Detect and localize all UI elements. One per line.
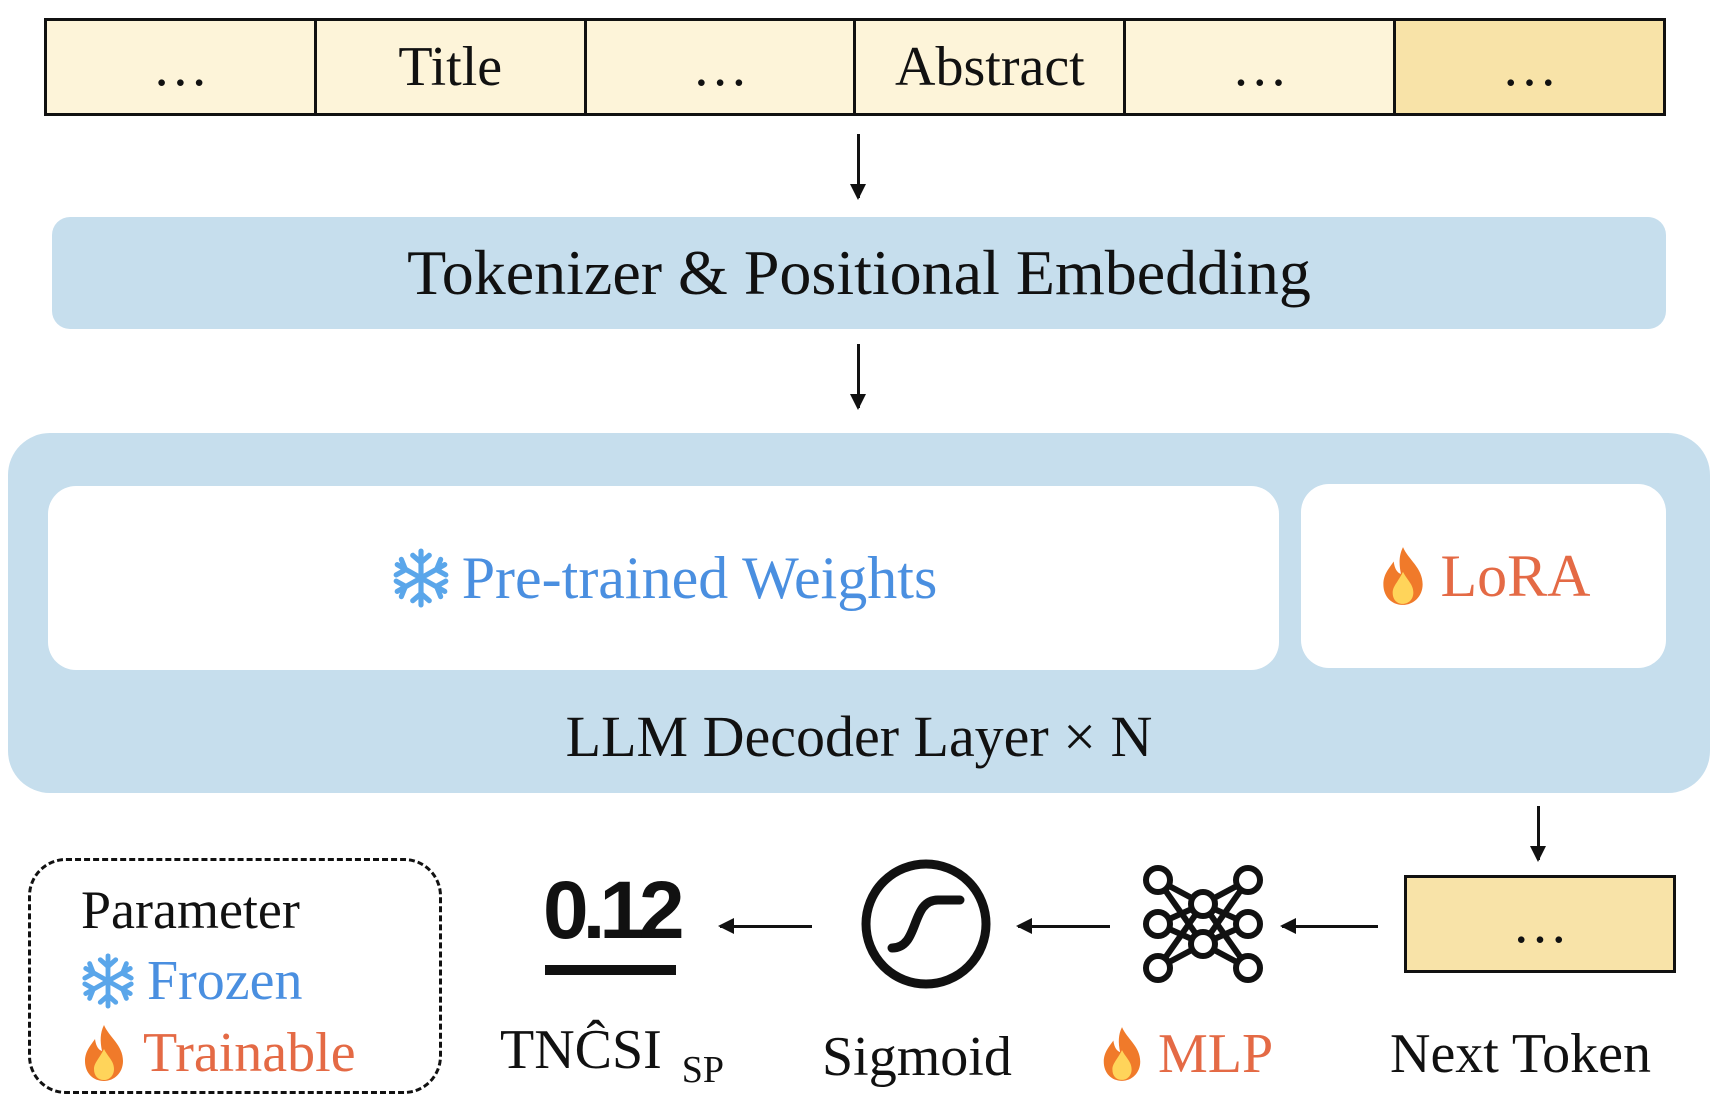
snowflake-icon (82, 953, 134, 1009)
decoder-layer-label: LLM Decoder Layer × N (565, 704, 1153, 769)
arrow-to-decoder (850, 344, 866, 410)
arrow-to-next-token (1530, 806, 1546, 862)
lora-label: LoRA (1440, 542, 1591, 609)
flame-icon (1382, 547, 1423, 605)
legend-frozen-label: Frozen (147, 950, 303, 1012)
neural-net-icon (1143, 865, 1263, 983)
input-sequence: … Title … Abstract … … (44, 18, 1666, 116)
flame-icon (1103, 1027, 1141, 1081)
next-token-label: Next Token (1390, 1023, 1651, 1085)
sigmoid-label: Sigmoid (822, 1026, 1012, 1088)
legend-trainable-label: Trainable (143, 1022, 356, 1084)
score-underline (545, 965, 676, 975)
sequence-cell: … (1126, 21, 1397, 113)
score-icon: 0.12 (543, 865, 685, 983)
pretrained-weights-box: Pre-trained Weights (48, 486, 1279, 670)
score-label: TNĈSI SP (500, 1018, 724, 1092)
score-label-sub: SP (681, 1049, 725, 1091)
score-value: 0.12 (543, 865, 685, 956)
tokenizer-block: Tokenizer & Positional Embedding (52, 217, 1666, 329)
sequence-cell: … (47, 21, 317, 113)
sequence-cell-abstract: Abstract (856, 21, 1127, 113)
score-label-main: TNĈSI (500, 1019, 662, 1081)
sequence-cell: … (586, 21, 857, 113)
next-token-value: … (1512, 893, 1568, 955)
pretrained-weights-label: Pre-trained Weights (461, 544, 938, 611)
flame-icon (85, 1025, 123, 1081)
arrow-to-tokenizer (850, 134, 866, 200)
next-token-box: … (1404, 875, 1676, 973)
lora-box: LoRA (1301, 484, 1666, 668)
tokenizer-label: Tokenizer & Positional Embedding (407, 237, 1311, 308)
arrow-to-mlp (1280, 918, 1378, 934)
arrow-to-score (718, 918, 812, 934)
snowflake-icon (393, 548, 449, 608)
legend-box: Parameter Frozen Trainable (28, 858, 442, 1094)
sequence-cell-title: Title (316, 21, 587, 113)
legend-title: Parameter (81, 880, 300, 940)
decoder-block: Pre-trained Weights LoRA LLM Decoder Lay… (8, 433, 1710, 793)
mlp-label: MLP (1158, 1023, 1274, 1085)
sequence-cell-last: … (1396, 21, 1663, 113)
arrow-to-sigmoid (1016, 918, 1110, 934)
sigmoid-icon (861, 859, 991, 989)
mlp-label-row: MLP (1098, 1022, 1273, 1086)
legend-frozen-row: Frozen (79, 949, 303, 1013)
legend-trainable-row: Trainable (79, 1021, 356, 1085)
